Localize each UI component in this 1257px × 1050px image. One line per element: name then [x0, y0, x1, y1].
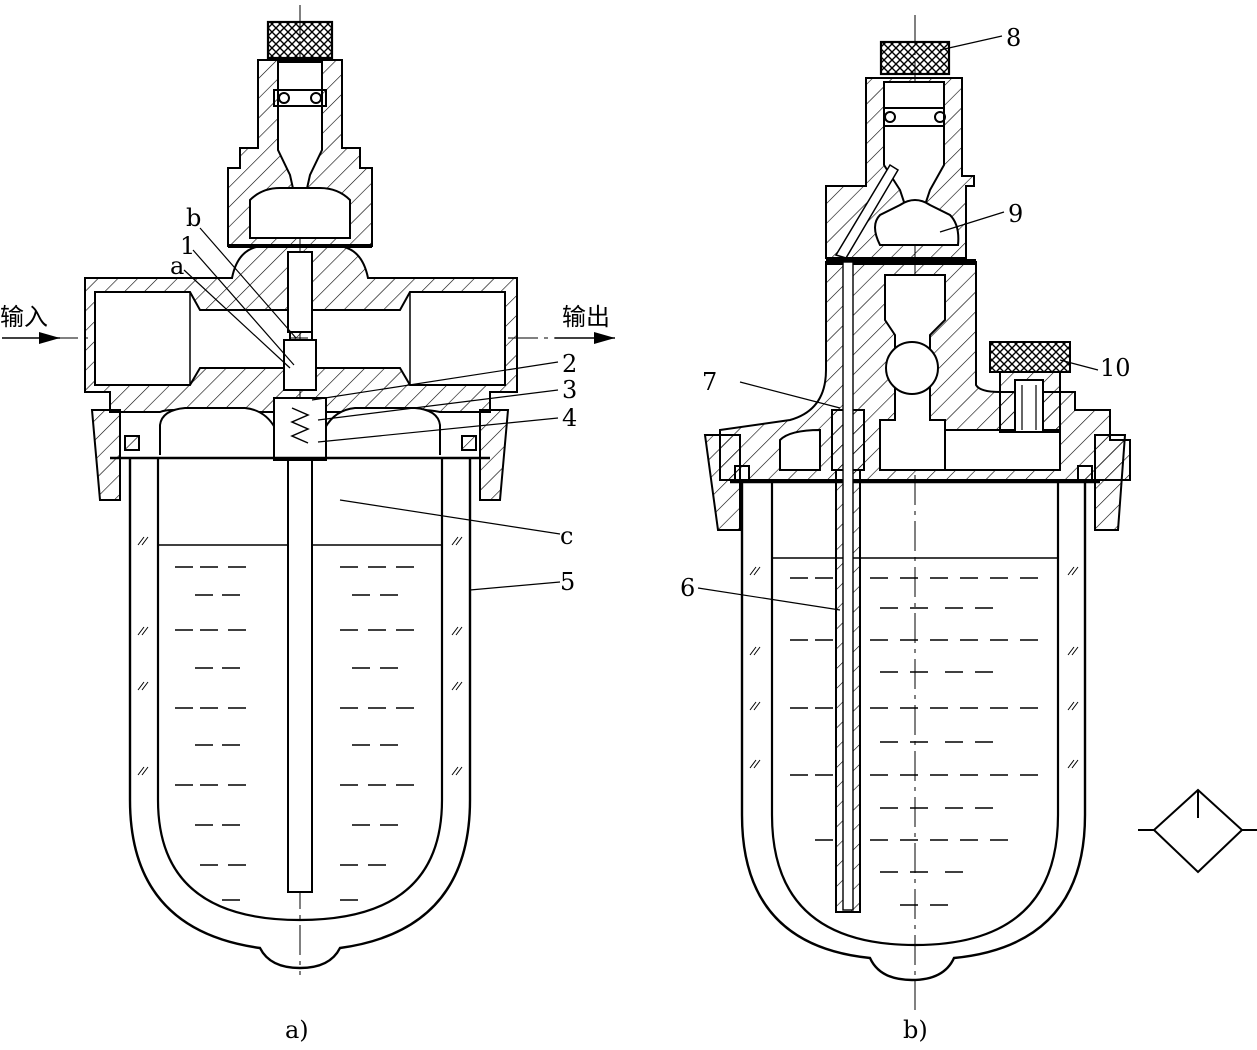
caption-a: a) [285, 1016, 309, 1044]
bowl-outer-a [128, 458, 472, 970]
bowl-inner-a [156, 458, 444, 922]
label-9: 9 [1008, 200, 1023, 228]
leaders-b [697, 35, 1099, 611]
leaders-a [183, 227, 561, 591]
glass-marks-b [749, 566, 1079, 769]
bowl-outer-b [740, 482, 1087, 982]
filter-symbol [1138, 788, 1257, 874]
oil-dashes-b [790, 577, 1038, 906]
label-4: 4 [562, 404, 577, 432]
label-c: c [560, 522, 573, 550]
label-a: a [170, 252, 184, 280]
label-10: 10 [1100, 354, 1131, 382]
siphon-tube-a [287, 459, 313, 893]
label-7: 7 [702, 368, 717, 396]
glass-marks-a [137, 536, 463, 776]
figure-b [697, 15, 1257, 1010]
label-2: 2 [562, 350, 577, 378]
label-5: 5 [560, 568, 575, 596]
label-1: 1 [180, 232, 195, 260]
knob-b [879, 40, 951, 76]
oil-dashes-a [175, 566, 414, 901]
input-label: 输入 [0, 303, 48, 331]
figure-a [2, 5, 615, 975]
label-8: 8 [1006, 24, 1021, 52]
caption-b: b) [903, 1016, 928, 1044]
output-label: 输出 [562, 303, 610, 331]
label-b: b [186, 204, 201, 232]
label-3: 3 [562, 376, 577, 404]
bowl-inner-b [770, 482, 1060, 947]
label-6: 6 [680, 574, 695, 602]
knob-a [266, 20, 334, 60]
